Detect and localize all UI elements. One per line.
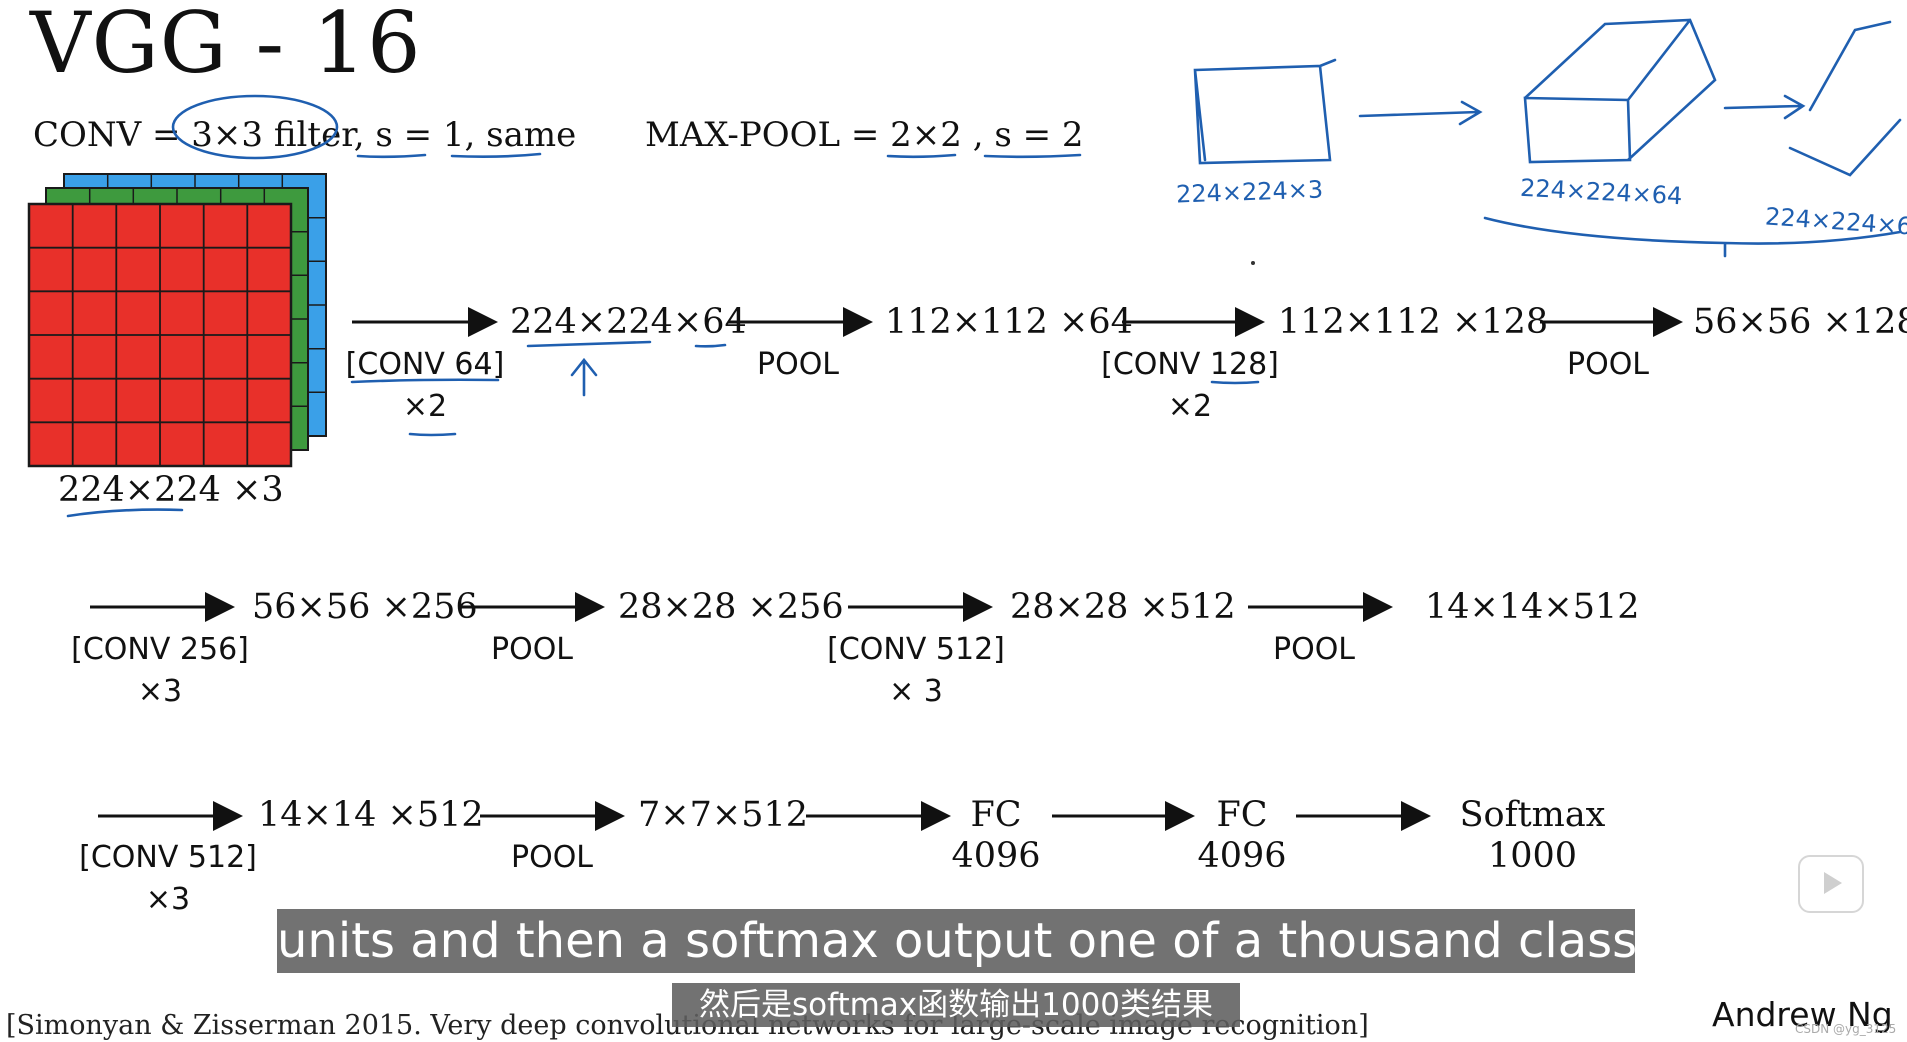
underline-224x224 (526, 340, 652, 348)
underline-input-dim (66, 508, 184, 518)
play-icon[interactable] (1798, 855, 1864, 913)
stray-dot (1251, 261, 1255, 265)
row1-op-conv64-mult: ×2 (402, 389, 448, 424)
input-dimension: 224×224 ×3 (58, 470, 284, 510)
row2-dim-1: 56×56 ×256 (252, 587, 478, 627)
row2-dim-2: 28×28 ×256 (618, 587, 844, 627)
row2-dim-3: 28×28 ×512 (1010, 587, 1236, 627)
fc1-label: FC (970, 795, 1022, 835)
author-credit: Andrew Ng (1712, 995, 1893, 1034)
softmax-label: Softmax (1459, 795, 1606, 835)
up-arrow-annotation (570, 357, 598, 397)
maxpool-definition: MAX-POOL = 2×2 , s = 2 (645, 115, 1084, 155)
sketch-arrow-1 (1358, 100, 1483, 126)
row3-op-conv512: [CONV 512] (79, 840, 257, 875)
row1-dim-3: 112×112 ×128 (1278, 302, 1549, 342)
handwritten-annotations (66, 18, 1902, 518)
row1-op-conv128: [CONV 128] (1101, 347, 1279, 382)
conv-definition: CONV = 3×3 filter, s = 1, same (33, 115, 577, 155)
row3-op-pool: POOL (510, 840, 594, 875)
underline-conv64 (350, 378, 500, 384)
row2-op-conv512-mult: × 3 (889, 674, 943, 709)
row1-op-pool2: POOL (1566, 347, 1650, 382)
row3-dim-1: 14×14 ×512 (258, 795, 484, 835)
subtitle-english: units and then a softmax output one of a… (277, 909, 1707, 973)
underline-2x2 (886, 153, 957, 159)
underline-64 (694, 343, 727, 348)
sketch-volume-large (1523, 18, 1717, 164)
row2-op-conv256-mult: ×3 (137, 674, 183, 709)
fc2-units: 4096 (1197, 836, 1287, 876)
input-image-tensor (27, 173, 327, 468)
row3-op-conv512-mult: ×3 (145, 882, 191, 917)
handwritten-note-input: 224×224×3 (1175, 175, 1324, 209)
red-channel (27, 202, 293, 468)
underline-x2 (408, 432, 457, 437)
softmax-units: 1000 (1487, 836, 1578, 876)
underline-s1 (356, 153, 427, 159)
underline-s2 (983, 153, 1082, 159)
row2-op-conv512: [CONV 512] (827, 632, 1005, 667)
row2-dim-4: 14×14×512 (1425, 587, 1640, 627)
row2-op-pool2: POOL (1272, 632, 1356, 667)
sketch-arrow-2 (1723, 94, 1806, 120)
row2-op-pool1: POOL (490, 632, 574, 667)
underline-same (450, 152, 542, 158)
row1-op-conv128-mult: ×2 (1167, 389, 1213, 424)
sketch-volume-small (1193, 58, 1337, 165)
slide-title: VGG - 16 (30, 0, 422, 92)
sketch-volume-edge (1788, 20, 1902, 177)
watermark: CSDN @yg_3125 (1795, 1022, 1897, 1036)
flow-arrows (90, 307, 1683, 831)
row1-dim-4: 56×56 ×128 (1693, 302, 1907, 342)
subtitle-chinese: 然后是softmax函数输出1000类结果 (672, 983, 1240, 1027)
fc1-units: 4096 (951, 836, 1041, 876)
filter-circle (171, 94, 339, 160)
underline-128 (1210, 380, 1260, 385)
row1-op-conv64: [CONV 64] (345, 347, 505, 382)
row1-dim-2: 112×112 ×64 (885, 302, 1133, 342)
row1-dim-1: 224×224×64 (510, 302, 747, 342)
row3-dim-2: 7×7×512 (638, 795, 808, 835)
row1-op-pool1: POOL (756, 347, 840, 382)
fc2-label: FC (1216, 795, 1268, 835)
row2-op-conv256: [CONV 256] (71, 632, 249, 667)
brace-annotation (1483, 216, 1902, 258)
